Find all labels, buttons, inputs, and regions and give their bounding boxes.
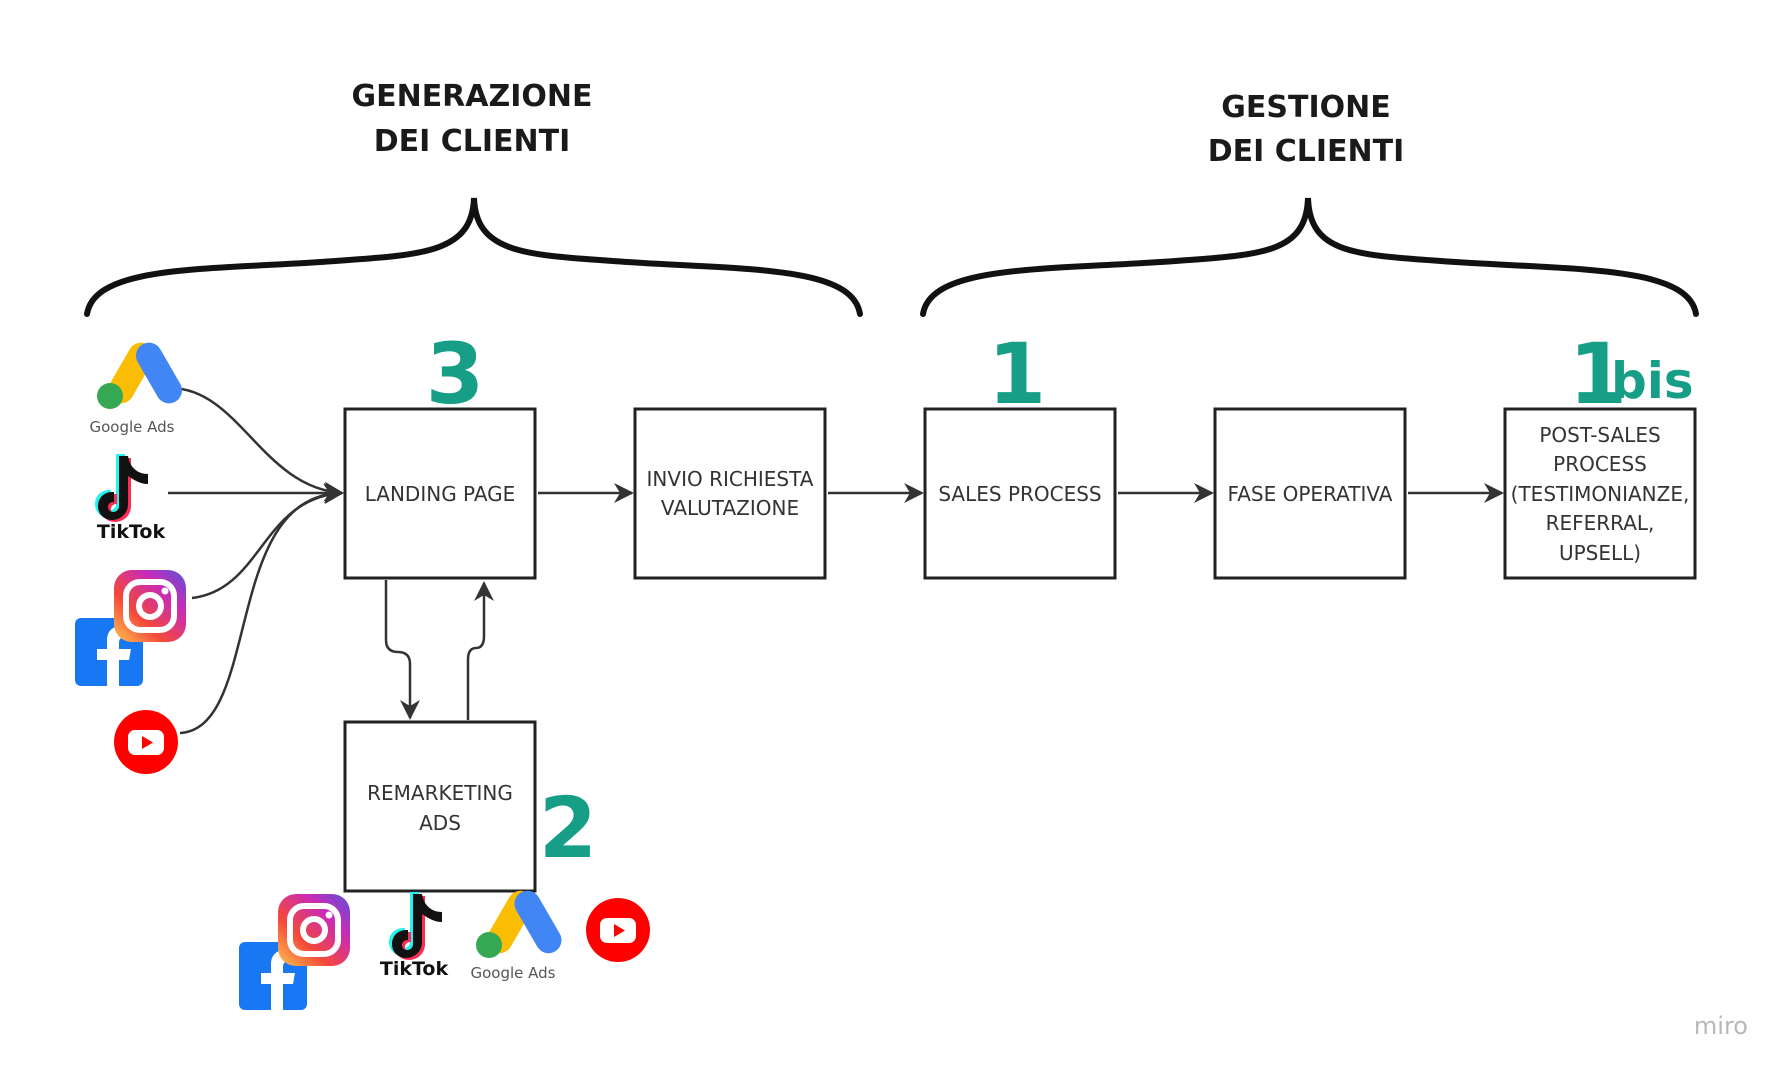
box-invio-label-line2: VALUTAZIONE <box>661 496 799 520</box>
instagram-icon <box>114 570 186 642</box>
google-ads-icon <box>97 342 182 409</box>
box-sales-process: SALES PROCESS <box>923 407 1117 580</box>
box-remarketing-label-line1: REMARKETING <box>367 781 513 805</box>
box-post-label-line2: PROCESS <box>1553 452 1647 476</box>
heading-gestione-line1: GESTIONE <box>1221 90 1390 125</box>
tiktok-label: TikTok <box>97 521 166 543</box>
instagram-icon-bottom <box>278 894 350 966</box>
youtube-icon <box>114 710 178 774</box>
box-landing-page-label: LANDING PAGE <box>365 482 516 506</box>
miro-watermark: miro <box>1694 1012 1748 1040</box>
tiktok-icon-bottom <box>389 892 442 960</box>
arrow-landing-to-remarketing <box>384 580 420 720</box>
google-ads-label: Google Ads <box>90 418 175 436</box>
heading-generazione-line2: DEI CLIENTI <box>374 124 571 159</box>
box-landing-page: LANDING PAGE <box>343 407 537 580</box>
step-number-sales: 1 <box>988 325 1046 423</box>
tiktok-icon <box>95 454 148 522</box>
box-fase-operativa: FASE OPERATIVA <box>1213 407 1407 580</box>
brace-gestione <box>920 197 1699 317</box>
brace-generazione <box>84 197 863 317</box>
step-number-post: 1 <box>1569 325 1627 423</box>
step-number-remarketing: 2 <box>539 779 597 877</box>
step-number-post-suffix: bis <box>1611 352 1694 410</box>
box-post-label-line3: (TESTIMONIANZE, <box>1511 482 1690 506</box>
box-invio-richiesta: INVIO RICHIESTA VALUTAZIONE <box>633 407 827 580</box>
arrow-instagram-to-landing <box>191 484 344 600</box>
heading-gestione-line2: DEI CLIENTI <box>1208 134 1405 169</box>
box-invio-label-line1: INVIO RICHIESTA <box>647 467 814 491</box>
box-remarketing-label-line2: ADS <box>419 811 461 835</box>
box-post-label-line4: REFERRAL, <box>1546 511 1655 535</box>
youtube-icon-bottom <box>586 898 650 962</box>
arrow-youtube-to-landing <box>179 483 344 735</box>
box-remarketing-ads: REMARKETING ADS <box>343 720 537 893</box>
arrow-remarketing-to-landing <box>466 581 494 720</box>
google-ads-icon-bottom <box>476 890 562 958</box>
box-sales-label: SALES PROCESS <box>938 482 1101 506</box>
box-post-label-line1: POST-SALES <box>1539 423 1660 447</box>
box-post-sales: POST-SALES PROCESS (TESTIMONIANZE, REFER… <box>1503 407 1697 580</box>
box-post-label-line5: UPSELL) <box>1559 541 1641 565</box>
google-ads-label-bottom: Google Ads <box>471 964 556 982</box>
box-fase-label: FASE OPERATIVA <box>1228 482 1393 506</box>
heading-generazione-line1: GENERAZIONE <box>351 79 592 114</box>
tiktok-label-bottom: TikTok <box>380 958 449 980</box>
step-number-landing: 3 <box>426 325 484 423</box>
arrow-googleads-to-landing <box>171 386 344 502</box>
